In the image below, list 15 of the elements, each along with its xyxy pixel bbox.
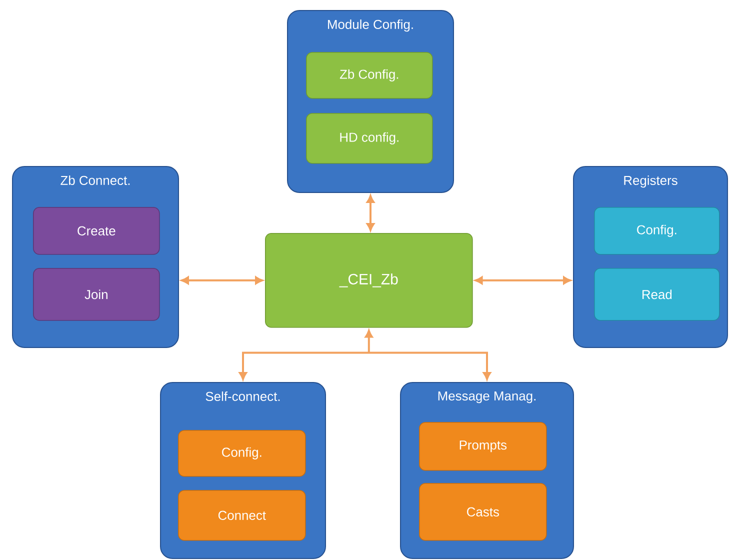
module-box: HD config. — [306, 112, 433, 164]
module-box: Config. — [594, 206, 720, 255]
module-box: Zb Config. — [306, 52, 433, 99]
module-box: Config. — [178, 430, 306, 477]
arrow — [239, 330, 491, 380]
module-box: Connect — [178, 490, 306, 541]
module-box: Create — [33, 206, 160, 255]
module-box: Read — [594, 268, 720, 321]
central-box: _CEI_Zb — [265, 232, 473, 328]
module-box: Prompts — [419, 422, 547, 471]
arrow — [366, 195, 374, 231]
arrow — [474, 276, 571, 284]
module-box: Join — [33, 268, 160, 321]
arrow — [181, 276, 263, 284]
module-box: Casts — [419, 482, 547, 541]
